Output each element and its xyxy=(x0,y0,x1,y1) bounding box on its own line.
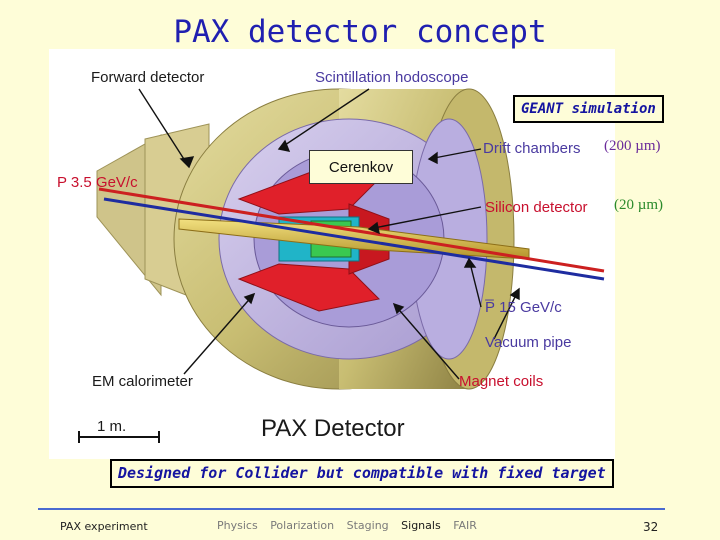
silicon-resolution: (20 µm) xyxy=(614,197,664,213)
footer-nav: Physics Polarization Staging Signals FAI… xyxy=(217,519,486,532)
slide-title: PAX detector concept xyxy=(173,14,547,50)
antiproton-beam-line xyxy=(103,197,605,281)
nav-polarization[interactable]: Polarization xyxy=(270,519,335,532)
nav-physics[interactable]: Physics xyxy=(217,519,258,532)
footer-title: PAX experiment xyxy=(60,520,148,533)
label-em-calorimeter: EM calorimeter xyxy=(92,373,193,390)
label-scintillation-hodoscope: Scintillation hodoscope xyxy=(315,69,469,86)
caption-box: Designed for Collider but compatible wit… xyxy=(110,459,614,488)
label-forward-detector: Forward detector xyxy=(91,69,205,86)
nav-fair[interactable]: FAIR xyxy=(453,519,477,532)
proton-beam-line xyxy=(98,187,605,273)
figure-title: PAX Detector xyxy=(261,415,405,442)
label-drift-chambers: Drift chambers xyxy=(483,140,581,157)
label-silicon-detector: Silicon detector xyxy=(485,199,588,216)
page-number: 32 xyxy=(643,520,659,534)
label-p-beam: P 3.5 GeV/c xyxy=(57,174,138,191)
nav-signals[interactable]: Signals xyxy=(401,519,441,532)
scale-bar xyxy=(78,431,160,443)
detector-illustration xyxy=(78,88,605,443)
label-scale: 1 m. xyxy=(97,418,127,435)
nav-staging[interactable]: Staging xyxy=(346,519,389,532)
label-vacuum-pipe: Vacuum pipe xyxy=(485,334,572,351)
label-pbar-beam: P̅ 15 GeV/c xyxy=(485,299,562,316)
cerenkov-box: Cerenkov xyxy=(309,150,413,184)
pointer-arrows xyxy=(138,88,520,380)
geant-simulation-box: GEANT simulation xyxy=(513,95,664,123)
drift-resolution: (200 µm) xyxy=(604,138,661,154)
label-magnet-coils: Magnet coils xyxy=(459,373,544,390)
footer-divider xyxy=(38,508,665,510)
